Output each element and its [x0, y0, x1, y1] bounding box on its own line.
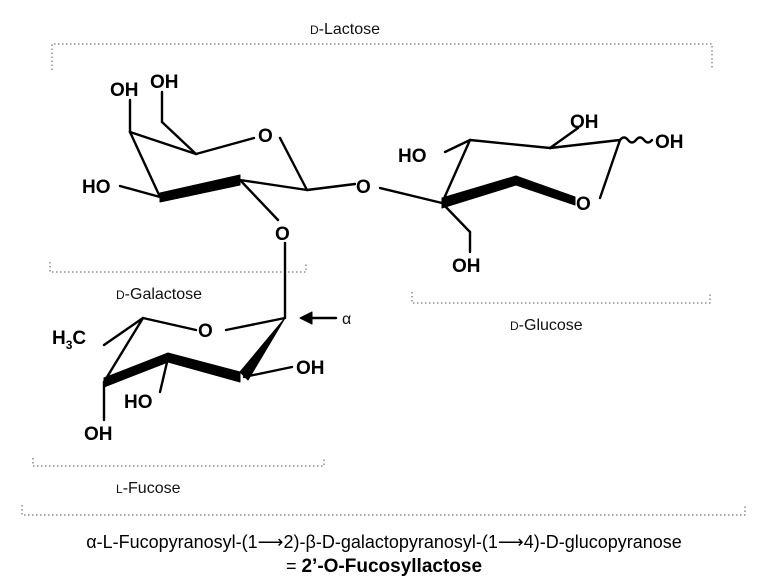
glucose-c2-oh: OH — [570, 112, 599, 133]
glycosidic-o-1-2: O — [275, 224, 290, 245]
fucose-ring — [102, 311, 338, 422]
full-molecule-bracket — [21, 505, 746, 516]
glucose-ring — [440, 126, 654, 254]
lactose-bracket — [51, 43, 713, 70]
iupac-name: α-L-Fucopyranosyl-(1⟶2)-β-D-galactopyran… — [86, 532, 682, 552]
label-lactose: D-Lactose — [310, 21, 380, 38]
common-name: = 2’-O-Fucosyllactose — [286, 556, 482, 577]
fucose-bracket — [32, 458, 325, 467]
glucose-bracket — [411, 292, 711, 304]
glycosidic-o-1-4: O — [356, 177, 371, 198]
glucose-anomeric-oh: OH — [655, 132, 684, 153]
label-fucose: L-Fucose — [116, 480, 181, 497]
galactose-c3-ho: HO — [82, 177, 111, 198]
glucose-c3-ho: HO — [398, 146, 427, 167]
fucose-c4-oh: OH — [84, 424, 113, 445]
galactose-c4-oh: OH — [110, 80, 139, 101]
alpha-marker: α — [342, 311, 351, 328]
fucose-c2-oh: OH — [296, 358, 325, 379]
label-glucose: D-Glucose — [510, 317, 583, 334]
label-galactose: D-Galactose — [116, 286, 202, 303]
glucose-c6-oh: OH — [452, 256, 481, 277]
galactose-ring — [118, 90, 444, 320]
fucose-methyl: H3C — [52, 328, 86, 352]
glucose-ring-o: O — [576, 194, 591, 215]
fucose-ring-o: O — [198, 321, 213, 342]
fucose-c3-ho: HO — [124, 392, 153, 413]
galactose-ring-o: O — [258, 126, 273, 147]
galactose-bracket — [49, 262, 307, 273]
galactose-c6-oh: OH — [150, 72, 179, 93]
